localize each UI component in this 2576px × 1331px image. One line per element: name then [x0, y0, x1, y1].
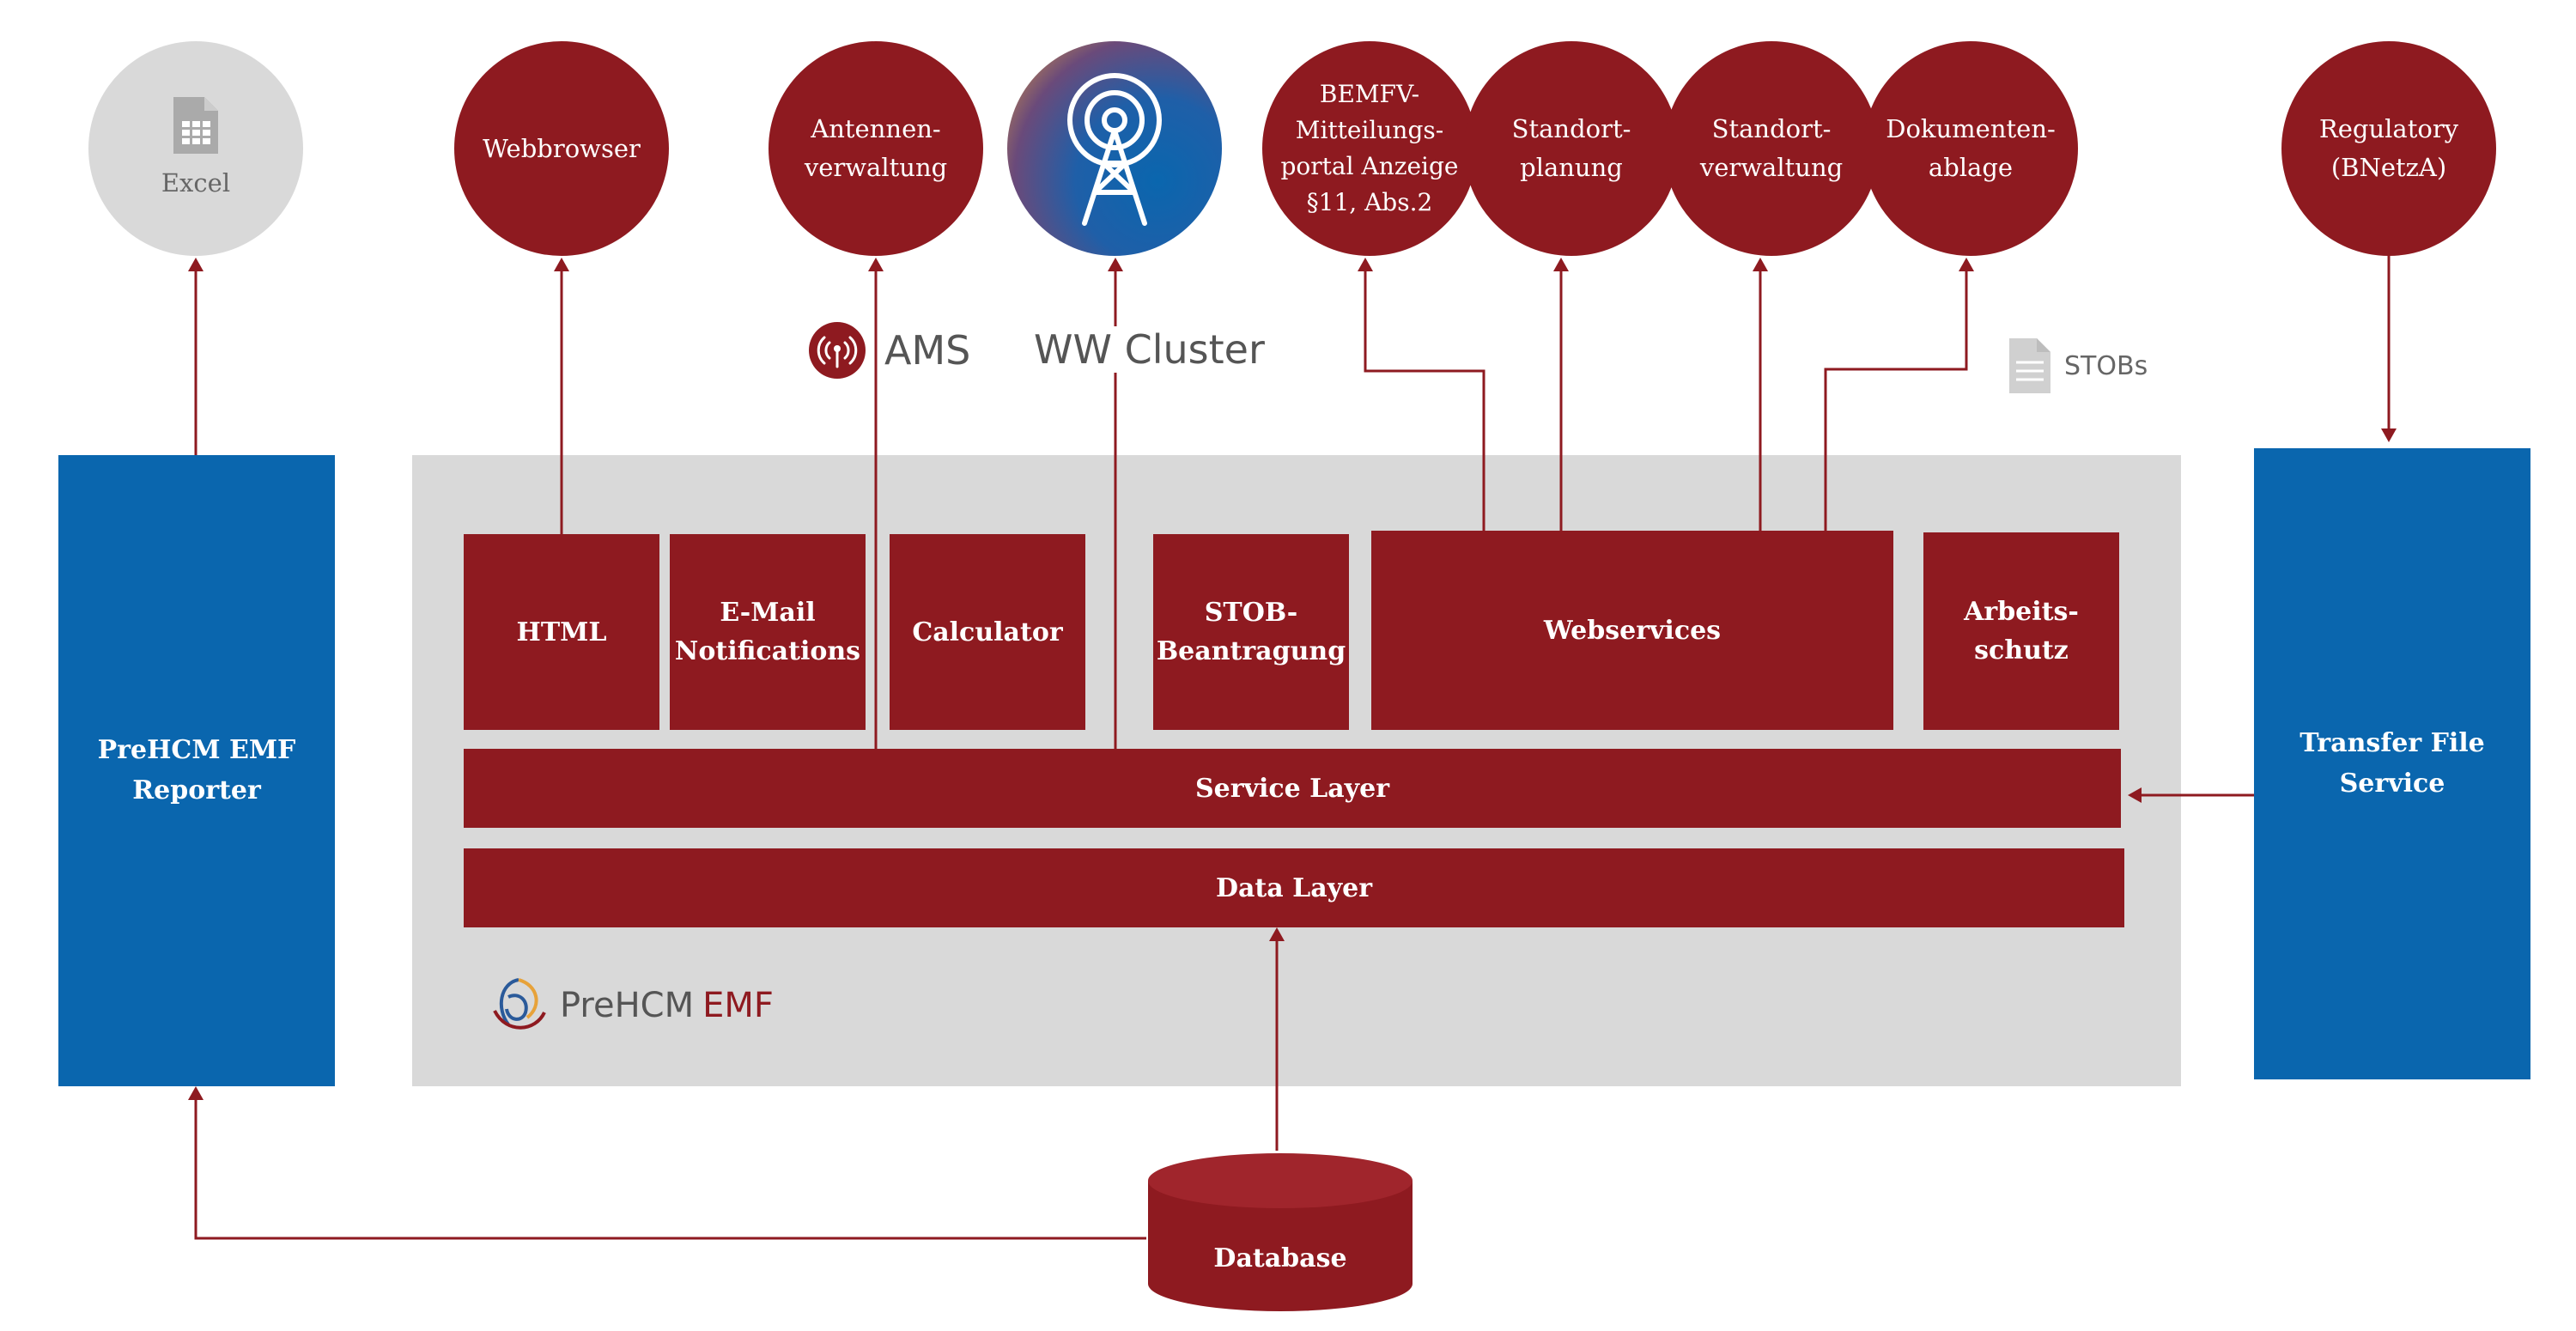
standortplanung-node: Standort- planung [1464, 41, 1679, 256]
calculator-label: Calculator [912, 617, 1063, 647]
ww-cluster-label: WW Cluster [1034, 326, 1265, 373]
antennenverwaltung-node: Antennen- verwaltung [769, 41, 983, 256]
regulatory-node: Regulatory (BNetzA) [2281, 41, 2496, 256]
arbeitsschutz-module: Arbeits- schutz [1923, 532, 2119, 730]
ww-cluster-caption: WW Cluster [1032, 326, 1267, 373]
standortverwaltung-label: Standort- verwaltung [1699, 114, 1844, 182]
database-cylinder-icon [1148, 1153, 1413, 1311]
dokumentenablage-node: Dokumenten- ablage [1863, 41, 2078, 256]
database: Database [1146, 1151, 1414, 1314]
webbrowser-label: Webbrowser [483, 133, 641, 163]
database-label: Database [1213, 1243, 1347, 1273]
ams-label: AMS [884, 327, 971, 374]
calculator-module: Calculator [890, 534, 1085, 730]
document-icon [2009, 338, 2050, 393]
bemfv-portal-node: BEMFV- Mitteilungs- portal Anzeige §11, … [1262, 41, 1477, 256]
radio-tower-icon [1067, 73, 1162, 226]
excel-label: Excel [161, 167, 231, 198]
webservices-label: Webservices [1543, 615, 1722, 646]
excel-node: Excel [88, 41, 303, 256]
email-notifications-module: E-Mail Notifications [670, 534, 866, 730]
prehcm-emf-reporter-label: PreHCM EMF Reporter [97, 735, 296, 805]
antenna-signal-icon [809, 322, 866, 379]
prehcm-brand-name: PreHCM [560, 986, 695, 1025]
spreadsheet-file-icon [173, 96, 218, 154]
standortverwaltung-node: Standort- verwaltung [1664, 41, 1879, 256]
standortplanung-label: Standort- planung [1511, 114, 1631, 182]
arbeitsschutz-label: Arbeits- schutz [1964, 597, 2079, 666]
prehcm-emf-reporter: PreHCM EMF Reporter [58, 455, 335, 1086]
service-layer: Service Layer [464, 749, 2121, 828]
stob-beantragung-label: STOB- Beantragung [1156, 598, 1346, 666]
webservices-module: Webservices [1371, 531, 1893, 730]
data-layer: Data Layer [464, 848, 2124, 927]
stobs-label: STOBs [2064, 350, 2148, 381]
webbrowser-node: Webbrowser [454, 41, 669, 256]
stob-beantragung-module: STOB- Beantragung [1153, 534, 1349, 730]
email-notifications-label: E-Mail Notifications [674, 598, 861, 666]
data-layer-label: Data Layer [1215, 872, 1373, 903]
service-layer-label: Service Layer [1194, 773, 1390, 804]
transfer-file-service-label: Transfer File Service [2300, 728, 2485, 799]
stobs-caption: STOBs [2008, 337, 2148, 395]
html-module: HTML [464, 534, 659, 730]
antennenverwaltung-label: Antennen- verwaltung [804, 114, 948, 182]
prehcm-emf-logo: PreHCM EMF [488, 975, 774, 1036]
ams-logo: AMS [809, 322, 970, 379]
bemfv-portal-label: BEMFV- Mitteilungs- portal Anzeige §11, … [1280, 80, 1459, 216]
prehcm-brand-suffix: EMF [702, 986, 774, 1025]
prehcm-logo-icon [493, 978, 546, 1030]
ww-cluster-node [1007, 41, 1222, 256]
dokumentenablage-label: Dokumenten- ablage [1886, 114, 2056, 182]
regulatory-label: Regulatory (BNetzA) [2318, 114, 2459, 182]
transfer-file-service: Transfer File Service [2254, 448, 2530, 1079]
html-module-label: HTML [516, 617, 607, 647]
